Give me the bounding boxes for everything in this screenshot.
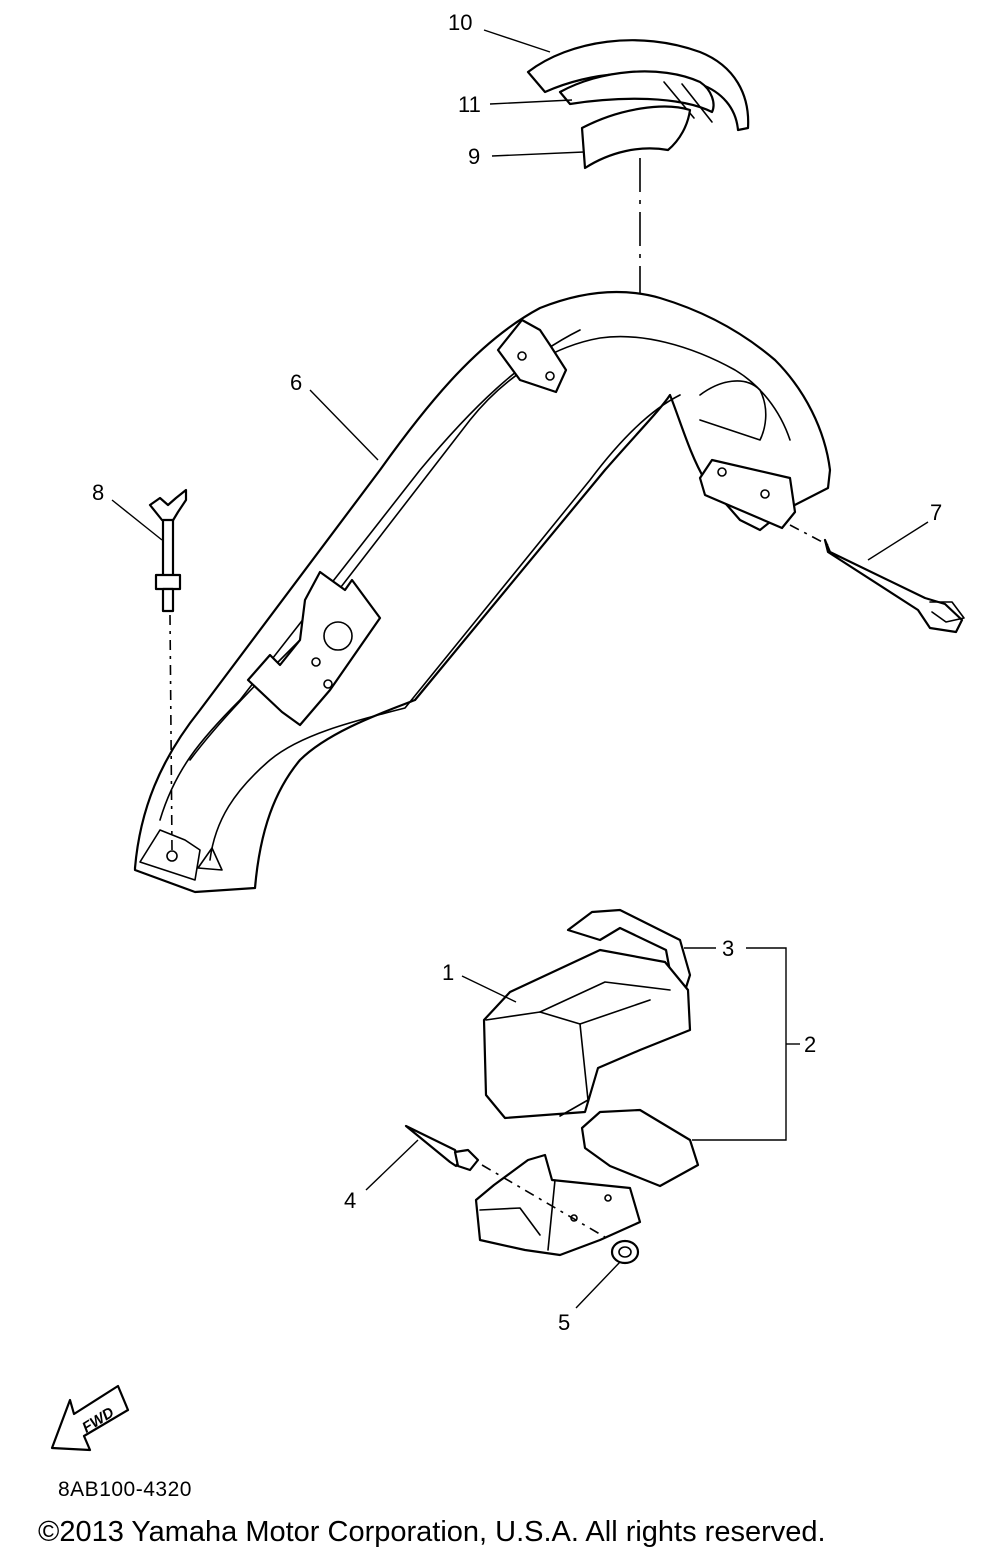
collar-outer	[610, 1239, 640, 1265]
holder-collar	[610, 1239, 640, 1265]
bracket-top-bolt-a	[517, 351, 527, 361]
leader-9	[491, 151, 585, 157]
tool-case-seam	[539, 981, 671, 1025]
pin-alignment-line	[789, 524, 829, 546]
fender-outer-shell	[133, 290, 832, 894]
tool-case-assembly	[474, 908, 700, 1257]
leader-4	[365, 1139, 419, 1191]
bracket-top-bolt-b	[545, 371, 555, 381]
holder-hole-a	[604, 1194, 612, 1202]
wing-bolt-nut	[154, 573, 182, 591]
leader-5	[575, 1261, 621, 1309]
leader-10	[483, 29, 551, 53]
leader-7	[867, 521, 929, 561]
callout-3: 3	[722, 936, 734, 961]
bracket-rear-bolt-b	[760, 489, 770, 499]
wing-bolt-head	[148, 488, 188, 524]
wing-bolt-tip	[161, 587, 175, 613]
screw-shaft	[404, 1124, 462, 1168]
callout-labels: 10 11 9 6 8 7 1 3 2 4 5	[92, 10, 942, 1335]
collar-inner	[618, 1246, 632, 1258]
emblem-decal-set	[526, 39, 750, 380]
bracket-front-bolt-a	[311, 657, 321, 667]
callout-1: 1	[442, 960, 454, 985]
leader-8	[111, 499, 163, 541]
holder-screw	[404, 1124, 611, 1241]
callout-10: 10	[448, 10, 472, 35]
fender-front-tab-hole	[166, 850, 178, 862]
copyright-notice: ©2013 Yamaha Motor Corporation, U.S.A. A…	[38, 1516, 826, 1548]
figure-code: 8AB100-4320	[58, 1478, 192, 1501]
decal-11	[558, 70, 715, 114]
callout-8: 8	[92, 480, 104, 505]
fwd-arrow: FWD	[50, 1384, 130, 1452]
fender-bracket-rear	[698, 458, 797, 530]
callout-9: 9	[468, 144, 480, 169]
case-holder-bracket	[474, 1153, 642, 1257]
screw-head	[453, 1148, 480, 1172]
fender-front-tab	[139, 829, 223, 881]
case-holder-lip	[479, 1179, 556, 1251]
callout-5: 5	[558, 1310, 570, 1335]
fender-crease	[209, 394, 681, 861]
fender-rear-flare	[699, 380, 767, 441]
decal-9	[580, 105, 692, 170]
callout-4: 4	[344, 1188, 356, 1213]
callout-11: 11	[458, 92, 481, 117]
pin-body	[823, 538, 964, 634]
callout-7: 7	[930, 500, 942, 525]
bracket-front-hole	[323, 621, 353, 651]
wing-bolt-alignment-line	[169, 614, 173, 851]
leader-1	[461, 975, 517, 1003]
wing-bolt	[148, 488, 188, 851]
callout-6: 6	[290, 370, 302, 395]
case-holder-tray	[580, 1108, 700, 1188]
leader-2-bracket	[692, 947, 787, 1141]
fwd-arrow-shape	[50, 1384, 130, 1452]
rear-fender	[133, 290, 832, 894]
wing-bolt-shaft	[161, 518, 175, 582]
fender-bracket-top	[496, 318, 568, 394]
fender-bracket-front	[246, 570, 382, 727]
callout-2: 2	[804, 1032, 816, 1057]
leader-11	[489, 99, 573, 105]
bracket-front-bolt-b	[323, 679, 333, 689]
bracket-rear-bolt-a	[717, 467, 727, 477]
pin-loop	[929, 601, 965, 623]
leader-6	[309, 389, 379, 461]
tool-case-body	[482, 948, 692, 1120]
fender-pin	[789, 524, 965, 634]
leader-lines	[111, 29, 929, 1309]
